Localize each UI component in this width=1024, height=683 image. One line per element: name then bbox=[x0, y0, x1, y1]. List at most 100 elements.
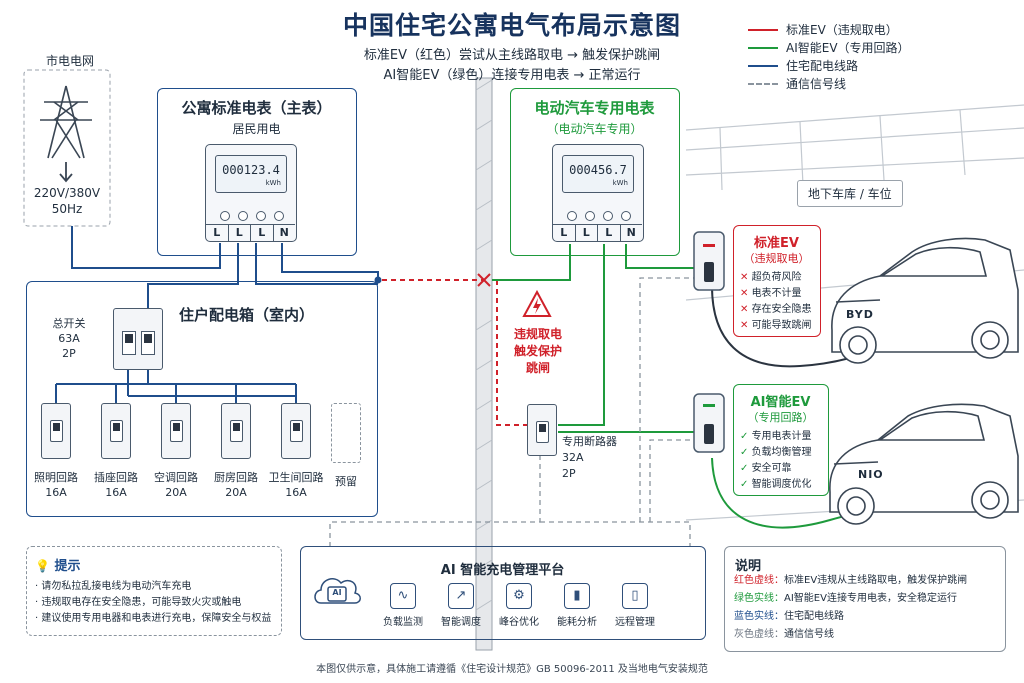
main-meter-title: 公寓标准电表（主表） bbox=[181, 99, 332, 117]
explanation-row-red: 红色虚线：标准EV违规从主线路取电，触发保护跳闸 bbox=[734, 575, 968, 586]
standard-ev-issues: ✕ 超负荷风险 ✕ 电表不计量 ✕ 存在安全隐患 ✕ 可能导致跳闸 bbox=[740, 270, 812, 334]
legend-item-green: AI智能EV（专用回路） bbox=[748, 40, 910, 56]
main-meter-unit: kWh bbox=[265, 179, 281, 187]
check-icon: ✓ bbox=[740, 479, 752, 490]
ev-meter-box: 电动汽车专用电表 （电动汽车专用） bbox=[510, 88, 680, 256]
check-icon: ✓ bbox=[740, 447, 752, 458]
waveform-icon: ∿ bbox=[390, 583, 416, 609]
tips-list: · 请勿私拉乱接电线为电动汽车充电 · 违规取电存在安全隐患，可能导致火灾或触电… bbox=[35, 579, 271, 627]
distribution-box: 住户配电箱（室内） bbox=[26, 281, 378, 517]
check-icon: ✓ bbox=[740, 463, 752, 474]
main-switch-poles: 2P bbox=[62, 347, 76, 360]
comm-lines bbox=[329, 277, 694, 548]
main-switch-name: 总开关 bbox=[52, 317, 86, 330]
meter-button bbox=[220, 211, 230, 221]
ev-meter: 000456.7 kWh L L L N bbox=[552, 144, 644, 242]
chip-label: AI bbox=[332, 588, 342, 597]
warning-text: 违规取电 触发保护 跳闸 bbox=[500, 326, 576, 377]
benefit-item: ✓ 专用电表计量 bbox=[740, 431, 812, 442]
footer-note: 本图仅供示意，具体施工请遵循《住宅设计规范》GB 50096-2011 及当地电… bbox=[316, 664, 708, 675]
standard-ev-brand: BYD bbox=[846, 308, 874, 321]
issue-item: ✕ 电表不计量 bbox=[740, 288, 802, 299]
page-title: 中国住宅公寓电气布局示意图 bbox=[342, 11, 681, 40]
warning-line-3: 跳闸 bbox=[525, 361, 550, 375]
circuit-breaker-socket bbox=[101, 403, 131, 459]
terminal-l3: L bbox=[251, 225, 274, 241]
main-meter: 000123.4 kWh L L L N bbox=[205, 144, 297, 242]
meter-button bbox=[585, 211, 595, 221]
x-icon: ✕ bbox=[740, 272, 752, 283]
ai-platform-panel: AI AI 智能充电管理平台 ∿负载监测 ↗智能调度 ⚙峰谷优化 ▮能耗分析 ▯… bbox=[300, 546, 706, 640]
explanation-row-green: 绿色实线：AI智能EV连接专用电表，安全稳定运行 bbox=[734, 593, 957, 604]
ev-meter-screen: 000456.7 kWh bbox=[562, 155, 634, 193]
explanation-title: 说明 bbox=[735, 559, 762, 574]
ai-ev-subtitle: （专用回路） bbox=[747, 411, 814, 424]
tip-item: · 请勿私拉乱接电线为电动汽车充电 bbox=[35, 581, 192, 592]
ai-ev-card: AI智能EV （专用回路） ✓ 专用电表计量 ✓ 负载均衡管理 ✓ 安全可靠 ✓… bbox=[733, 384, 829, 496]
red-illegal-wire bbox=[382, 279, 527, 426]
x-icon: ✕ bbox=[740, 288, 752, 299]
main-switch-label: 总开关 63A 2P bbox=[44, 316, 94, 361]
dedicated-breaker-name: 专用断路器 bbox=[562, 435, 617, 448]
legend-item-blue: 住宅配电线路 bbox=[748, 58, 858, 74]
warning-line-1: 违规取电 bbox=[513, 327, 562, 341]
standard-ev-charger bbox=[693, 231, 725, 291]
meter-button bbox=[238, 211, 248, 221]
grid-frequency: 50Hz bbox=[51, 202, 83, 216]
terminal-l2: L bbox=[576, 225, 598, 241]
main-meter-terminals: L L L N bbox=[206, 224, 295, 241]
issue-item: ✕ 超负荷风险 bbox=[740, 272, 802, 283]
meter-button bbox=[256, 211, 266, 221]
circuit-breaker-lighting bbox=[41, 403, 71, 459]
check-icon: ✓ bbox=[740, 431, 752, 442]
main-meter-subtitle: 居民用电 bbox=[232, 122, 281, 136]
bar-chart-icon: ▮ bbox=[564, 583, 590, 609]
feature-peak-valley: ⚙峰谷优化 bbox=[493, 583, 545, 628]
standard-ev-car bbox=[831, 237, 1019, 364]
transmission-tower-icon bbox=[40, 85, 92, 159]
building-wall bbox=[475, 77, 493, 651]
junction-dot bbox=[374, 276, 382, 284]
terminal-l1: L bbox=[206, 225, 229, 241]
ai-ev-title: AI智能EV bbox=[750, 395, 811, 410]
ev-meter-reading: 000456.7 bbox=[569, 163, 627, 177]
feature-smart-dispatch: ↗智能调度 bbox=[435, 583, 487, 628]
meter-button bbox=[621, 211, 631, 221]
benefit-item: ✓ 智能调度优化 bbox=[740, 479, 812, 490]
grid-label: 市电电网 bbox=[45, 54, 94, 68]
distribution-box-title: 住户配电箱（室内） bbox=[179, 306, 315, 324]
legend-item-red: 标准EV（违规取电） bbox=[748, 22, 898, 38]
garage-label: 地下车库 / 车位 bbox=[797, 180, 903, 207]
dedicated-breaker-poles: 2P bbox=[562, 467, 576, 480]
benefit-item: ✓ 安全可靠 bbox=[740, 463, 792, 474]
x-icon: ✕ bbox=[740, 320, 752, 331]
tips-header: 💡 提示 bbox=[35, 555, 81, 574]
main-meter-box: 公寓标准电表（主表） 居民用电 bbox=[157, 88, 357, 256]
warning-line-2: 触发保护 bbox=[513, 344, 562, 358]
gear-icon: ⚙ bbox=[506, 583, 532, 609]
feature-remote-manage: ▯远程管理 bbox=[609, 583, 661, 628]
main-switch-breaker bbox=[113, 308, 163, 370]
warning-triangle-icon bbox=[522, 290, 552, 317]
standard-ev-card: 标准EV （违规取电） ✕ 超负荷风险 ✕ 电表不计量 ✕ 存在安全隐患 ✕ 可… bbox=[733, 225, 821, 337]
benefit-item: ✓ 负载均衡管理 bbox=[740, 447, 812, 458]
standard-ev-subtitle: （违规取电） bbox=[743, 252, 810, 265]
tips-box: 💡 提示 · 请勿私拉乱接电线为电动汽车充电 · 违规取电存在安全隐患，可能导致… bbox=[26, 546, 282, 636]
terminal-n: N bbox=[626, 226, 636, 239]
feature-energy-analysis: ▮能耗分析 bbox=[551, 583, 603, 628]
circuit-breaker-kitchen bbox=[221, 403, 251, 459]
legend-item-gray: 通信信号线 bbox=[748, 76, 846, 92]
issue-item: ✕ 可能导致跳闸 bbox=[740, 320, 812, 331]
ai-ev-charger bbox=[693, 393, 725, 453]
main-meter-reading: 000123.4 bbox=[222, 163, 280, 177]
dedicated-breaker bbox=[527, 404, 557, 456]
terminal-l1: L bbox=[553, 225, 576, 241]
grid-box bbox=[23, 69, 111, 227]
